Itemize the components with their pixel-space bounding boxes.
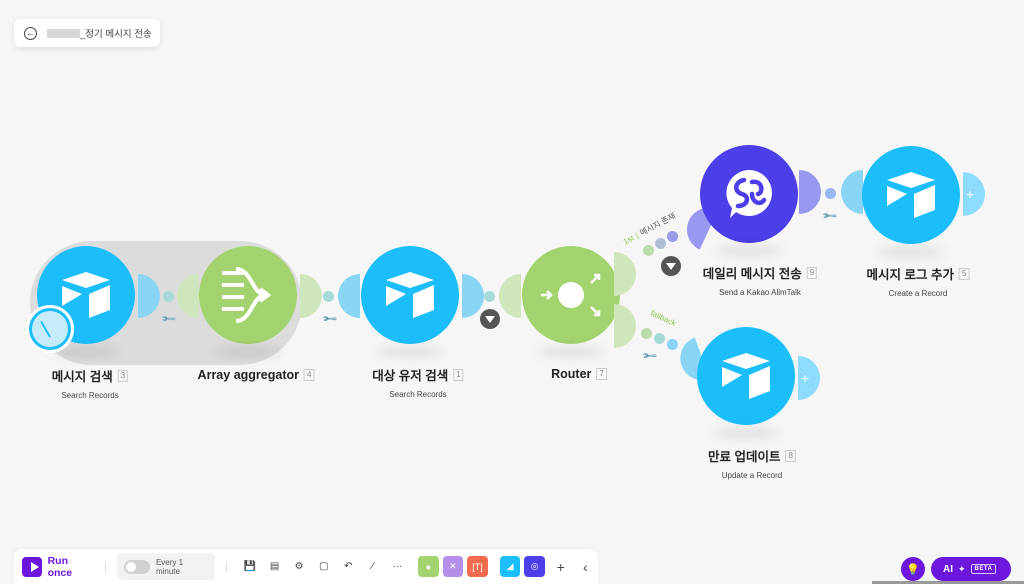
undo-icon[interactable]: ↶ xyxy=(344,561,353,572)
output-handle[interactable] xyxy=(300,274,322,318)
connection-dot xyxy=(323,291,334,302)
scenario-title[interactable]: _정기 메시지 전송 xyxy=(80,29,152,40)
input-handle[interactable] xyxy=(841,170,863,214)
connection-dot xyxy=(667,339,678,350)
kakao-tile[interactable]: ◎ xyxy=(524,556,545,577)
notes-icon[interactable]: ▢ xyxy=(318,561,329,572)
module-kakao-alimtalk[interactable] xyxy=(700,145,798,243)
flow-control-tile[interactable]: ✕ xyxy=(442,556,464,577)
auto-align-icon[interactable]: ▤ xyxy=(269,561,280,572)
connection-dot xyxy=(655,238,666,249)
filter-icon[interactable] xyxy=(661,256,681,276)
airtable-icon xyxy=(62,272,110,318)
settings-icon[interactable]: ⚙ xyxy=(294,561,304,572)
magic-wand-icon[interactable]: ⁄ xyxy=(371,561,374,572)
airtable-icon xyxy=(887,172,935,218)
kakao-alimtalk-icon xyxy=(726,170,772,218)
module-message-log-add[interactable] xyxy=(862,146,960,244)
schedule-toggle[interactable] xyxy=(124,559,150,574)
input-handle[interactable] xyxy=(338,274,360,318)
connection-dot xyxy=(484,291,495,302)
add-module-button[interactable]: + xyxy=(963,172,985,216)
add-icon[interactable]: + xyxy=(556,558,565,575)
connection-dot xyxy=(654,333,665,344)
module-target-user-search[interactable] xyxy=(361,246,459,344)
redacted-text xyxy=(47,28,80,38)
wrench-icon[interactable]: 🔧 xyxy=(821,208,839,225)
airtable-tile[interactable]: ◢ xyxy=(499,556,521,577)
ai-assistant-button[interactable]: AI ✦ BETA xyxy=(931,557,1011,581)
back-arrow-icon[interactable]: ← xyxy=(24,26,37,40)
airtable-icon xyxy=(722,353,770,399)
input-handle[interactable] xyxy=(177,274,199,318)
divider xyxy=(226,561,228,572)
router-icon xyxy=(541,273,601,317)
text-parser-tile[interactable]: [T] xyxy=(467,556,488,577)
module-expiry-update[interactable] xyxy=(697,327,795,425)
airtable-icon xyxy=(386,272,434,318)
more-icon[interactable]: ··· xyxy=(392,561,403,572)
connection-dot xyxy=(667,231,678,242)
aggregator-icon xyxy=(222,267,272,323)
scrollbar[interactable] xyxy=(872,581,1024,584)
connection-dot xyxy=(163,291,174,302)
tools-tile[interactable]: ● xyxy=(418,556,439,577)
connection-dot xyxy=(641,328,652,339)
schedule-clock-badge[interactable] xyxy=(26,305,74,353)
bottom-toolbar: Run once Every 1 minute 💾 ▤ ⚙ ▢ ↶ ⁄ ··· … xyxy=(14,549,598,584)
route-handle-2[interactable] xyxy=(614,304,636,348)
connection-dot xyxy=(643,245,654,256)
output-handle[interactable] xyxy=(138,274,160,318)
collapse-icon[interactable]: ‹ xyxy=(582,558,588,575)
add-module-button[interactable]: + xyxy=(798,356,820,400)
sparkle-icon: ✦ xyxy=(958,563,966,574)
wrench-icon[interactable]: 🔧 xyxy=(641,348,659,365)
module-router[interactable] xyxy=(522,246,620,344)
output-handle[interactable] xyxy=(799,170,821,214)
play-icon xyxy=(22,556,42,577)
route-handle-1[interactable] xyxy=(614,252,636,296)
filter-icon[interactable] xyxy=(480,309,500,329)
clock-icon xyxy=(32,311,68,347)
wrench-icon[interactable]: 🔧 xyxy=(321,311,339,328)
divider xyxy=(105,561,107,572)
scenario-title-card: ← _정기 메시지 전송 xyxy=(14,19,160,47)
schedule-control[interactable]: Every 1 minute xyxy=(117,553,216,580)
module-message-search[interactable] xyxy=(37,246,135,344)
lightbulb-icon[interactable]: 💡 xyxy=(901,557,925,581)
output-handle[interactable] xyxy=(462,274,484,318)
save-icon[interactable]: 💾 xyxy=(243,561,257,572)
input-handle[interactable] xyxy=(499,274,521,318)
route-label-fallback[interactable]: fallback xyxy=(649,308,678,329)
module-array-aggregator[interactable] xyxy=(199,246,297,344)
run-once-button[interactable]: Run once xyxy=(22,555,94,579)
route-label-1[interactable]: 1st|메시지 존재 xyxy=(621,211,678,247)
connection-dot xyxy=(825,188,836,199)
